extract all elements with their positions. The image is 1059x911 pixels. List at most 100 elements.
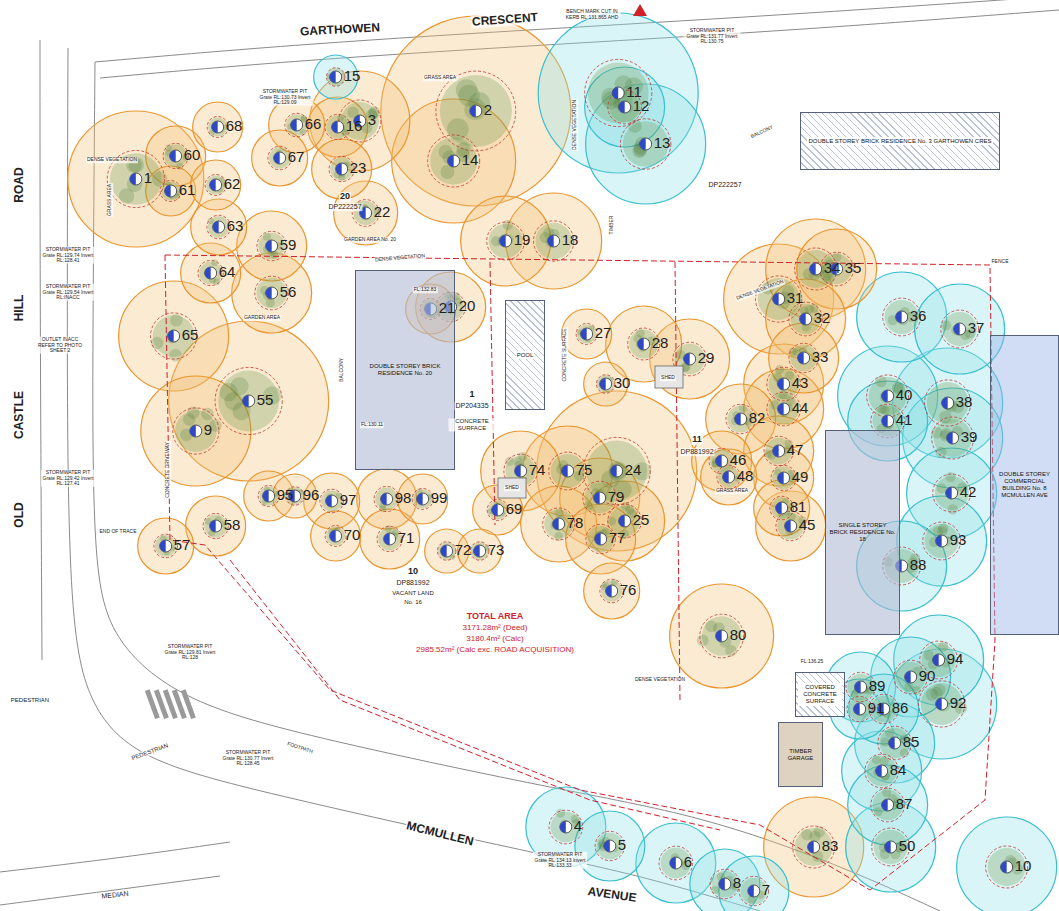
tree-number: 85: [903, 734, 920, 751]
tree-marker-half: [942, 397, 948, 409]
map-note: DENSE VEGETATION: [634, 677, 686, 683]
canopy: [438, 542, 456, 560]
map-note: DP222257: [327, 203, 362, 211]
tree-marker: [905, 671, 917, 683]
tree-protection-zone: [719, 856, 789, 911]
root-zone: [549, 810, 583, 844]
map-note: DP222257: [707, 181, 742, 189]
tree-marker: [190, 425, 202, 437]
tree-marker-half: [130, 173, 136, 185]
tree-number: 57: [174, 537, 191, 554]
map-note: VACANT LAND: [391, 590, 434, 597]
tree-number: 35: [845, 260, 862, 277]
map-note: OUTLET INACC REFER TO PHOTO SHEET 2: [33, 337, 87, 354]
tree-marker-half: [548, 235, 554, 247]
tree-number: 8: [733, 875, 741, 892]
map-note: 10: [407, 567, 419, 577]
tree-number: 81: [790, 499, 807, 516]
tree-marker-half: [800, 313, 806, 325]
tree-marker-half: [773, 445, 779, 457]
bench-mark: [633, 4, 647, 16]
map-note: GARDEN AREA No. 20: [343, 237, 397, 243]
tree-number: 80: [730, 627, 747, 644]
tree-number: 55: [257, 392, 274, 409]
map-note: GRASS AREA: [107, 183, 113, 217]
shed: [655, 366, 683, 388]
tree-marker: [441, 545, 453, 557]
map-note: BALCONY: [339, 357, 345, 383]
tree-marker-half: [684, 353, 690, 365]
tree-marker-half: [882, 390, 888, 402]
map-note: FL:136.25: [800, 659, 825, 665]
boundary-line: [165, 255, 995, 890]
tree-number: 99: [431, 490, 448, 507]
root-zone: [437, 542, 455, 560]
map-note: STORMWATER PIT Grate RL:129.42 Invert RL…: [41, 470, 95, 487]
tree-number: 45: [799, 517, 816, 534]
canopy: [848, 698, 871, 721]
root-zone: [160, 181, 181, 202]
tree-marker-half: [946, 487, 952, 499]
tree-marker: [854, 703, 866, 715]
tree-marker-half: [882, 415, 888, 427]
tree-number: 82: [749, 410, 766, 427]
street-name: ROAD: [13, 166, 26, 203]
tree-marker: [773, 293, 785, 305]
map-note: FOOTPATH: [286, 741, 315, 755]
tree-marker-half: [274, 152, 280, 164]
boundary-line: [230, 560, 720, 830]
building-outline: DOUBLE STOREY COMMERCIAL BUILDING No. 8 …: [990, 335, 1059, 635]
tree-marker-half: [515, 465, 521, 477]
map-note: DENSE VEGETATION: [374, 253, 426, 263]
map-note: STORMWATER PIT Grate RL:130.73 Invert RL…: [257, 89, 314, 106]
map-note: DP204335: [454, 402, 489, 410]
tree-marker: [330, 71, 342, 83]
street-name: CRESCENT: [471, 11, 540, 29]
tree-marker-half: [885, 841, 891, 853]
tree-number: 78: [567, 515, 584, 532]
tree-number: 95: [277, 487, 294, 504]
tree-marker: [716, 630, 728, 642]
tree-marker-half: [336, 163, 342, 175]
tree-marker: [936, 698, 948, 710]
building-label: DOUBLE STOREY BRICK RESIDENCE No. 20: [358, 362, 452, 378]
tree-marker-half: [954, 323, 960, 335]
tree-marker-half: [291, 119, 297, 131]
tree-marker: [933, 654, 945, 666]
map-note: GRASS AREA: [423, 75, 457, 81]
map-note: CONCRETE SURFACE: [449, 418, 496, 431]
tree-protection-zone: [586, 84, 706, 204]
tree-number: 18: [562, 232, 579, 249]
canopy: [588, 63, 649, 124]
canopy-leaf: [872, 755, 881, 764]
canopy: [259, 487, 278, 506]
tree-marker-half: [854, 703, 860, 715]
canopy: [199, 262, 222, 285]
building-label: DOUBLE STOREY COMMERCIAL BUILDING No. 8 …: [993, 470, 1056, 500]
map-note: STORMWATER PIT Grate RL:129.74 Invert RL…: [41, 247, 95, 264]
tree-marker: [889, 737, 901, 749]
map-note: SHED: [660, 375, 676, 381]
tree-marker-half: [595, 533, 601, 545]
tree-marker-half: [212, 121, 218, 133]
canopy-leaf: [885, 729, 894, 738]
street-name: MCMULLEN: [404, 819, 476, 849]
tree-marker: [604, 840, 616, 852]
tree-number: 2: [484, 102, 492, 119]
tree-number: 21: [439, 300, 456, 317]
tree-number: 20: [459, 298, 476, 315]
tree-number: 91: [868, 700, 885, 717]
tree-marker-half: [947, 432, 953, 444]
tree-number: 65: [182, 327, 199, 344]
canopy-leaf: [912, 686, 921, 695]
root-zone: [412, 489, 433, 510]
tree-markers: [130, 71, 1013, 897]
tree-marker-half: [205, 267, 211, 279]
tree-number: 7: [762, 882, 770, 899]
tree-number: 93: [950, 532, 967, 549]
canopy-leaf: [447, 118, 469, 140]
tree-marker: [515, 465, 527, 477]
tree-marker-half: [776, 502, 782, 514]
tree-marker: [470, 105, 482, 117]
